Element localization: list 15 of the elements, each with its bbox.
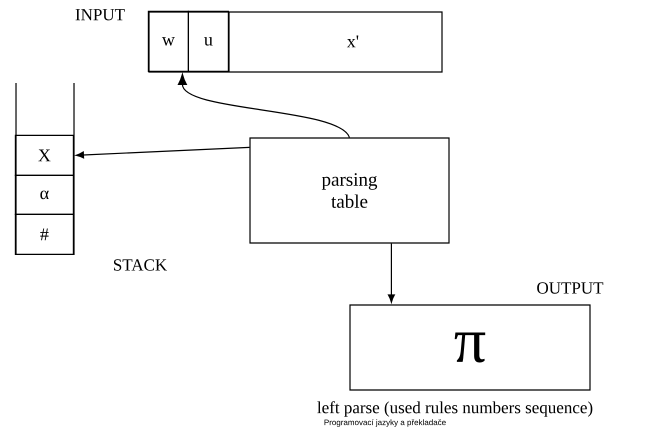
parsing-table-box: parsing table (249, 137, 450, 244)
tape-cell: u (188, 10, 229, 72)
output-box: OUTPUT π left parse (used rules numbers sequence) (317, 282, 604, 417)
node-label: INPUT (76, 9, 125, 20)
stack-cell: # (14, 214, 74, 255)
node-label: OUTPUT (537, 282, 604, 294)
node-label: left parse (used rules numbers sequence) (317, 401, 592, 417)
arrow (76, 146, 250, 158)
arrow (178, 74, 350, 138)
stack-cell: α (14, 174, 74, 215)
arrow (388, 244, 395, 303)
footer-text: Programovací jazyky a překladače (324, 419, 446, 427)
tape-cell: x' (228, 12, 358, 72)
tape-cell: w (148, 10, 189, 72)
stack-cell: X (14, 134, 74, 176)
